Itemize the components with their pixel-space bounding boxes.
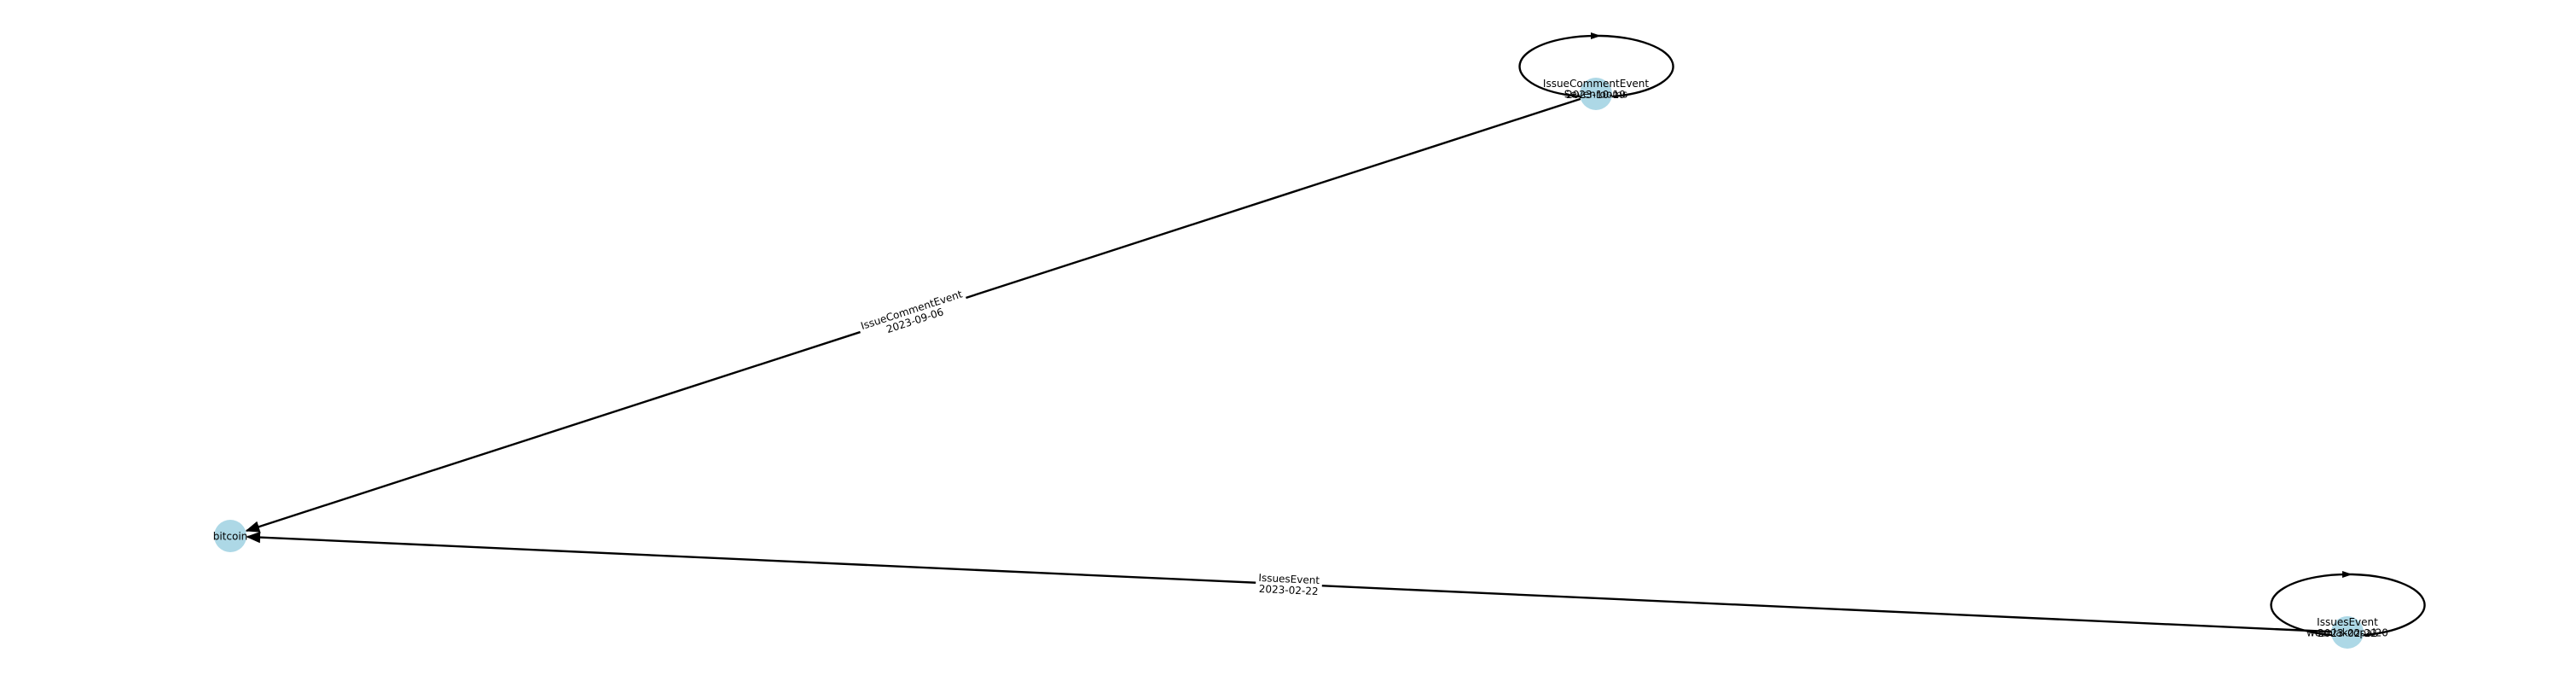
node-label-wozniakzopal: wozniakzopal20 [2306, 627, 2388, 639]
node-label-bitcoin: bitcoin [213, 531, 248, 543]
node-wozniakzopal[interactable] [2331, 616, 2364, 649]
edge-label-wozniakzopal-to-bitcoin: IssuesEvent 2023-02-22 [1255, 570, 1323, 599]
arrowhead-wozniakzopal-self-loop [2342, 571, 2353, 578]
edge-label-date: 2023-02-22 [1259, 583, 1319, 597]
edge-label-sevenrooms-to-bitcoin: IssueCommentEvent 2023-09-06 [856, 286, 971, 345]
edge-label-background [1255, 570, 1323, 599]
edge-label-event: IssuesEvent [1258, 572, 1320, 586]
edge-label-sevenrooms-self-loop: IssueCommentEvent 2023-10-19 [1543, 78, 1649, 101]
node-label-sevenrooms: Sevenrooms [1564, 89, 1627, 101]
edge-label-date: 2023-02-22 [2318, 627, 2377, 639]
arrowhead-sevenrooms-self-loop [1591, 32, 1601, 39]
edge-label-event: IssueCommentEvent [1543, 78, 1649, 90]
edge-wozniakzopal-self-loop [2270, 573, 2426, 638]
edge-label-date: 2023-10-19 [1566, 89, 1626, 101]
edge-label-background [856, 286, 971, 345]
edge-label-wozniakzopal-self-loop: IssuesEvent 2023-02-22 [2317, 616, 2378, 639]
edge-sevenrooms-self-loop [1518, 34, 1674, 99]
edge-label-event: IssuesEvent [2317, 616, 2378, 628]
node-sevenrooms[interactable] [1580, 78, 1612, 110]
node-bitcoin[interactable] [214, 520, 247, 552]
